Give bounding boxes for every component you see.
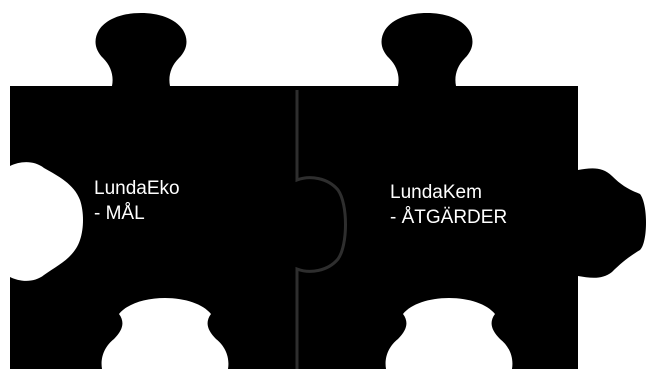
piece-label-left-line2: - MÅL	[94, 203, 145, 224]
piece-label-left-line1: LundaEko	[94, 178, 180, 199]
puzzle-seam	[295, 90, 347, 369]
piece-label-right: LundaKem - ÅTGÄRDER	[390, 180, 507, 230]
puzzle-piece-left	[10, 13, 346, 369]
piece-label-left: LundaEko - MÅL	[94, 176, 180, 226]
puzzle-piece-right	[297, 13, 646, 369]
piece-label-right-line2: - ÅTGÄRDER	[390, 207, 508, 228]
piece-label-right-line1: LundaKem	[390, 182, 482, 203]
